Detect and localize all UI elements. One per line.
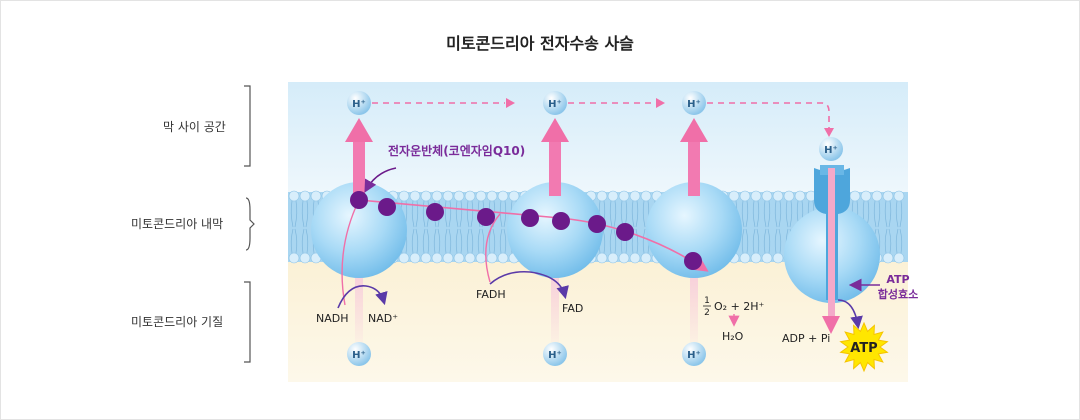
atp-starburst <box>839 321 889 373</box>
bracket-matrix <box>244 281 251 363</box>
proton-label: H⁺ <box>548 350 562 361</box>
proton-top-1: H⁺ <box>347 91 371 115</box>
nadh-label: NADH <box>316 312 349 325</box>
label-matrix: 미토콘드리아 기질 <box>131 315 224 329</box>
label-inner-membrane: 미토콘드리아 내막 <box>131 217 224 231</box>
oxygen-half-denominator: 2 <box>704 308 710 318</box>
proton-pump-arrow-2 <box>541 118 569 196</box>
stem-1 <box>355 262 363 342</box>
proton-label: H⁺ <box>687 99 701 110</box>
adp-label: ADP + Pi <box>782 332 830 345</box>
synthase-label-line2: 합성효소 <box>878 287 918 301</box>
dash-arrowhead-3 <box>824 128 834 137</box>
dash-arrowhead-2 <box>656 98 665 108</box>
proton-pump-arrow-3 <box>680 118 708 196</box>
proton-top-2: H⁺ <box>543 91 567 115</box>
proton-label: H⁺ <box>352 350 366 361</box>
nad-label: NAD⁺ <box>368 312 398 325</box>
complex-3 <box>646 182 742 278</box>
synthase-proton-arrow <box>822 168 840 334</box>
proton-bottom-2: H⁺ <box>543 342 567 366</box>
atp-label: ATP <box>850 341 877 356</box>
water-label: H₂O <box>722 330 744 343</box>
proton-pump-arrow-1 <box>345 118 373 196</box>
proton-bottom-1: H⁺ <box>347 342 371 366</box>
bracket-inner-membrane <box>245 197 255 251</box>
intermembrane-space-bg <box>288 82 908 192</box>
adp-atp-arrow <box>837 299 863 330</box>
proton-synthase: H⁺ <box>819 137 843 161</box>
proton-label: H⁺ <box>687 350 701 361</box>
carrier-label: 전자운반체(코엔자임Q10) <box>388 143 525 158</box>
nadh-arrow <box>337 285 388 309</box>
electron-carriers <box>350 191 702 270</box>
dash-arrowhead-1 <box>506 98 515 108</box>
carrier-label-arrow <box>364 167 397 193</box>
proton-dashed-path <box>372 102 830 128</box>
proton-top-3: H⁺ <box>682 91 706 115</box>
fadh-label: FADH <box>476 288 506 301</box>
oxygen-label: O₂ + 2H⁺ <box>714 300 765 313</box>
oxygen-half-numerator: 1 <box>704 296 710 306</box>
proton-label: H⁺ <box>352 99 366 110</box>
stem-3 <box>690 262 698 342</box>
fadh-arrow <box>489 270 569 300</box>
complex-2 <box>507 182 603 278</box>
fad-label: FAD <box>562 302 583 315</box>
proton-bottom-3: H⁺ <box>682 342 706 366</box>
bracket-intermembrane <box>244 85 251 167</box>
nadh-electron-line <box>341 199 360 306</box>
label-intermembrane-space: 막 사이 공간 <box>163 120 226 134</box>
fadh-electron-line <box>485 213 501 283</box>
proton-label: H⁺ <box>548 99 562 110</box>
diagram-title: 미토콘드리아 전자수송 사슬 <box>446 34 634 53</box>
synthase-label-line1: ATP <box>886 273 909 286</box>
proton-label: H⁺ <box>824 145 838 156</box>
stem-2 <box>551 262 559 342</box>
